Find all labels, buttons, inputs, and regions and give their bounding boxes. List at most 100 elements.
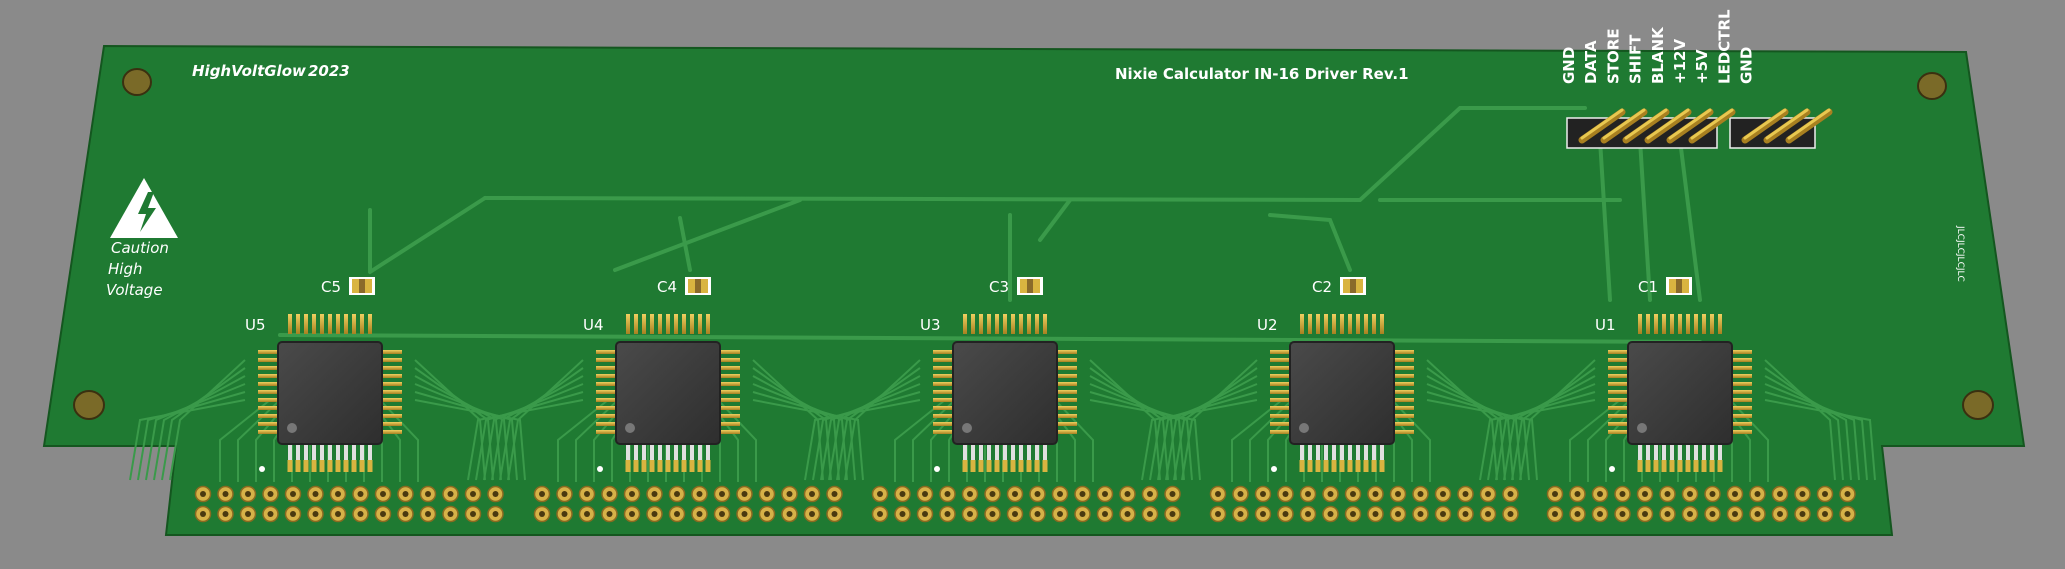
pad-hole bbox=[719, 511, 725, 517]
connector-pin-label: STORE bbox=[1604, 28, 1622, 84]
fanout-trace bbox=[828, 375, 921, 481]
cap-pad bbox=[1682, 279, 1689, 293]
pad-hole bbox=[1777, 511, 1783, 517]
pad-hole bbox=[764, 511, 770, 517]
chip-pin bbox=[933, 366, 955, 370]
chip-pin bbox=[1332, 444, 1336, 468]
fanout-trace bbox=[1729, 399, 1769, 482]
chip-pin bbox=[690, 444, 694, 468]
chip-pad bbox=[1701, 460, 1707, 472]
chip-pin bbox=[1730, 350, 1752, 354]
chip-pin bbox=[971, 314, 975, 334]
chip-pin bbox=[1055, 398, 1077, 402]
fanout-trace bbox=[129, 399, 246, 481]
pad-hole bbox=[651, 511, 658, 517]
chip-pin bbox=[933, 398, 955, 402]
pad-hole bbox=[922, 491, 928, 497]
chip-pin bbox=[1392, 414, 1414, 418]
pad-hole bbox=[492, 511, 499, 517]
pad-hole bbox=[1305, 491, 1311, 497]
fanout-trace bbox=[467, 399, 584, 481]
pad-hole bbox=[1169, 491, 1176, 497]
fanout-trace bbox=[752, 375, 840, 481]
chip-pin bbox=[380, 430, 402, 434]
chip-pin bbox=[1300, 314, 1304, 334]
chip-pin bbox=[706, 314, 710, 334]
pad-hole bbox=[606, 491, 613, 497]
fanout-trace bbox=[1426, 399, 1538, 481]
pad-hole bbox=[1034, 491, 1041, 497]
chip-pin bbox=[1608, 398, 1630, 402]
chip-pin bbox=[288, 444, 292, 468]
pad-hole bbox=[1215, 491, 1221, 497]
chip-pin bbox=[933, 430, 955, 434]
chip-pin bbox=[1356, 444, 1360, 468]
cap-pad bbox=[1020, 279, 1027, 293]
chip-pad bbox=[1669, 460, 1675, 472]
pad-hole bbox=[1260, 491, 1266, 497]
chip-pin bbox=[642, 444, 646, 468]
fanout-trace bbox=[1173, 367, 1258, 481]
side-code: JLCJLCJLCJLC bbox=[1955, 225, 1965, 282]
chip-pad bbox=[1307, 460, 1313, 472]
pad-hole bbox=[989, 491, 996, 497]
chip-pin bbox=[987, 314, 991, 334]
chip-pin bbox=[1730, 406, 1752, 410]
chip-pin bbox=[258, 414, 280, 418]
chip-pin bbox=[258, 350, 280, 354]
chip-pin bbox=[596, 374, 618, 378]
cap-pad bbox=[1343, 279, 1350, 293]
fanout-trace bbox=[1487, 391, 1596, 481]
chip-pin bbox=[1055, 366, 1077, 370]
chip-pad bbox=[343, 460, 349, 472]
cap-pad bbox=[688, 279, 695, 293]
chip-pin bbox=[1316, 314, 1320, 334]
cap-ref-label: C3 bbox=[989, 278, 1009, 296]
pad-hole bbox=[1732, 491, 1738, 497]
chip-pin bbox=[1638, 314, 1642, 334]
chip-pin bbox=[1270, 374, 1292, 378]
chip-u4: U4 C4 bbox=[583, 277, 740, 472]
chip-pin bbox=[296, 444, 300, 468]
pad-hole bbox=[380, 491, 386, 497]
header-pin-highlight bbox=[1787, 108, 1831, 140]
chip-pad bbox=[287, 460, 293, 472]
chip-pin bbox=[380, 350, 402, 354]
pad-hole bbox=[831, 491, 838, 497]
chip-pin bbox=[368, 314, 372, 334]
chip-pin bbox=[312, 444, 316, 468]
chip-ref-label: U4 bbox=[583, 316, 604, 334]
mounting-holes bbox=[73, 68, 1994, 420]
chip-pin bbox=[933, 382, 955, 386]
chip-pin bbox=[304, 444, 308, 468]
header-pin bbox=[1785, 108, 1833, 144]
pad-hole bbox=[1012, 491, 1018, 497]
pad-hole bbox=[1395, 491, 1401, 497]
chip-pin bbox=[1638, 444, 1642, 468]
pad-hole bbox=[539, 511, 545, 517]
pad-hole bbox=[1395, 511, 1401, 517]
fanout-trace bbox=[1764, 375, 1852, 481]
chip-pin bbox=[1055, 350, 1077, 354]
pad-hole bbox=[1844, 491, 1851, 497]
chip-pad bbox=[1717, 460, 1723, 472]
chip-pin bbox=[933, 390, 955, 394]
fanout-trace bbox=[1181, 359, 1258, 481]
fanout-trace bbox=[1519, 359, 1596, 481]
chip-ref-label: U3 bbox=[920, 316, 941, 334]
pin-header bbox=[1566, 108, 1833, 149]
chip-pin bbox=[1608, 374, 1630, 378]
chip-pin bbox=[320, 314, 324, 334]
chip-pin bbox=[1686, 314, 1690, 334]
capacitor-c1: C1 bbox=[1638, 277, 1692, 296]
fanout-trace bbox=[483, 383, 584, 481]
chip-pin bbox=[1340, 314, 1344, 334]
cap-pad bbox=[701, 279, 708, 293]
cap-ref-label: C4 bbox=[657, 278, 677, 296]
pad-hole bbox=[1147, 511, 1153, 517]
chip-pad bbox=[1002, 460, 1008, 472]
pad-hole bbox=[425, 491, 431, 497]
fanout-trace bbox=[1764, 399, 1876, 481]
chip-pad bbox=[1685, 460, 1691, 472]
